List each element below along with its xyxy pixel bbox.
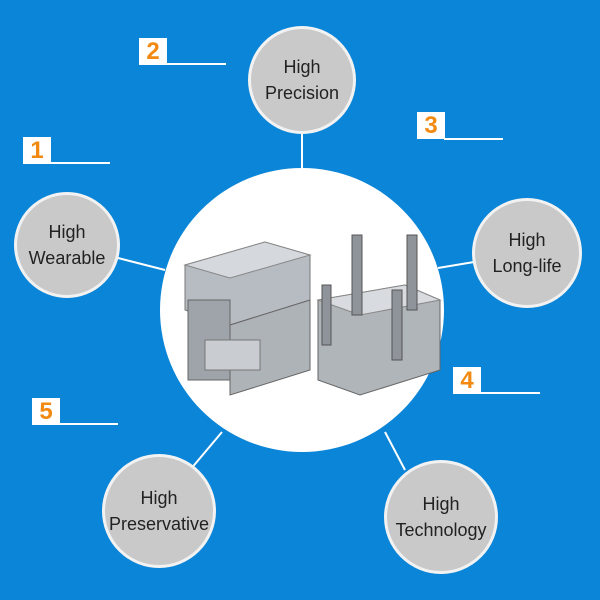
feature-precision: High Precision xyxy=(248,26,356,134)
feature-line1: High xyxy=(283,57,321,77)
badge-1: 1 xyxy=(23,137,51,164)
feature-preservative: High Preservative xyxy=(102,454,216,568)
feature-line2: Wearable xyxy=(28,248,106,268)
feature-technology: High Technology xyxy=(384,460,498,574)
badge-5: 5 xyxy=(32,398,60,425)
feature-line1: High xyxy=(140,488,178,508)
mold-image xyxy=(183,234,442,396)
feature-line1: High xyxy=(508,230,546,250)
feature-wearable: High Wearable xyxy=(14,192,120,298)
underline-3 xyxy=(444,138,503,140)
feature-long-life: High Long-life xyxy=(472,198,582,308)
underline-2 xyxy=(167,63,226,65)
feature-line2: Precision xyxy=(264,83,340,103)
feature-line1: High xyxy=(48,222,86,242)
underline-5 xyxy=(60,423,118,425)
feature-line2: Preservative xyxy=(108,514,210,534)
badge-3: 3 xyxy=(417,112,445,139)
badge-4: 4 xyxy=(453,367,481,394)
underline-1 xyxy=(51,162,110,164)
feature-line1: High xyxy=(422,494,460,514)
feature-line2: Technology xyxy=(395,520,487,540)
underline-4 xyxy=(480,392,540,394)
feature-line2: Long-life xyxy=(492,256,562,276)
badge-2: 2 xyxy=(139,38,167,65)
